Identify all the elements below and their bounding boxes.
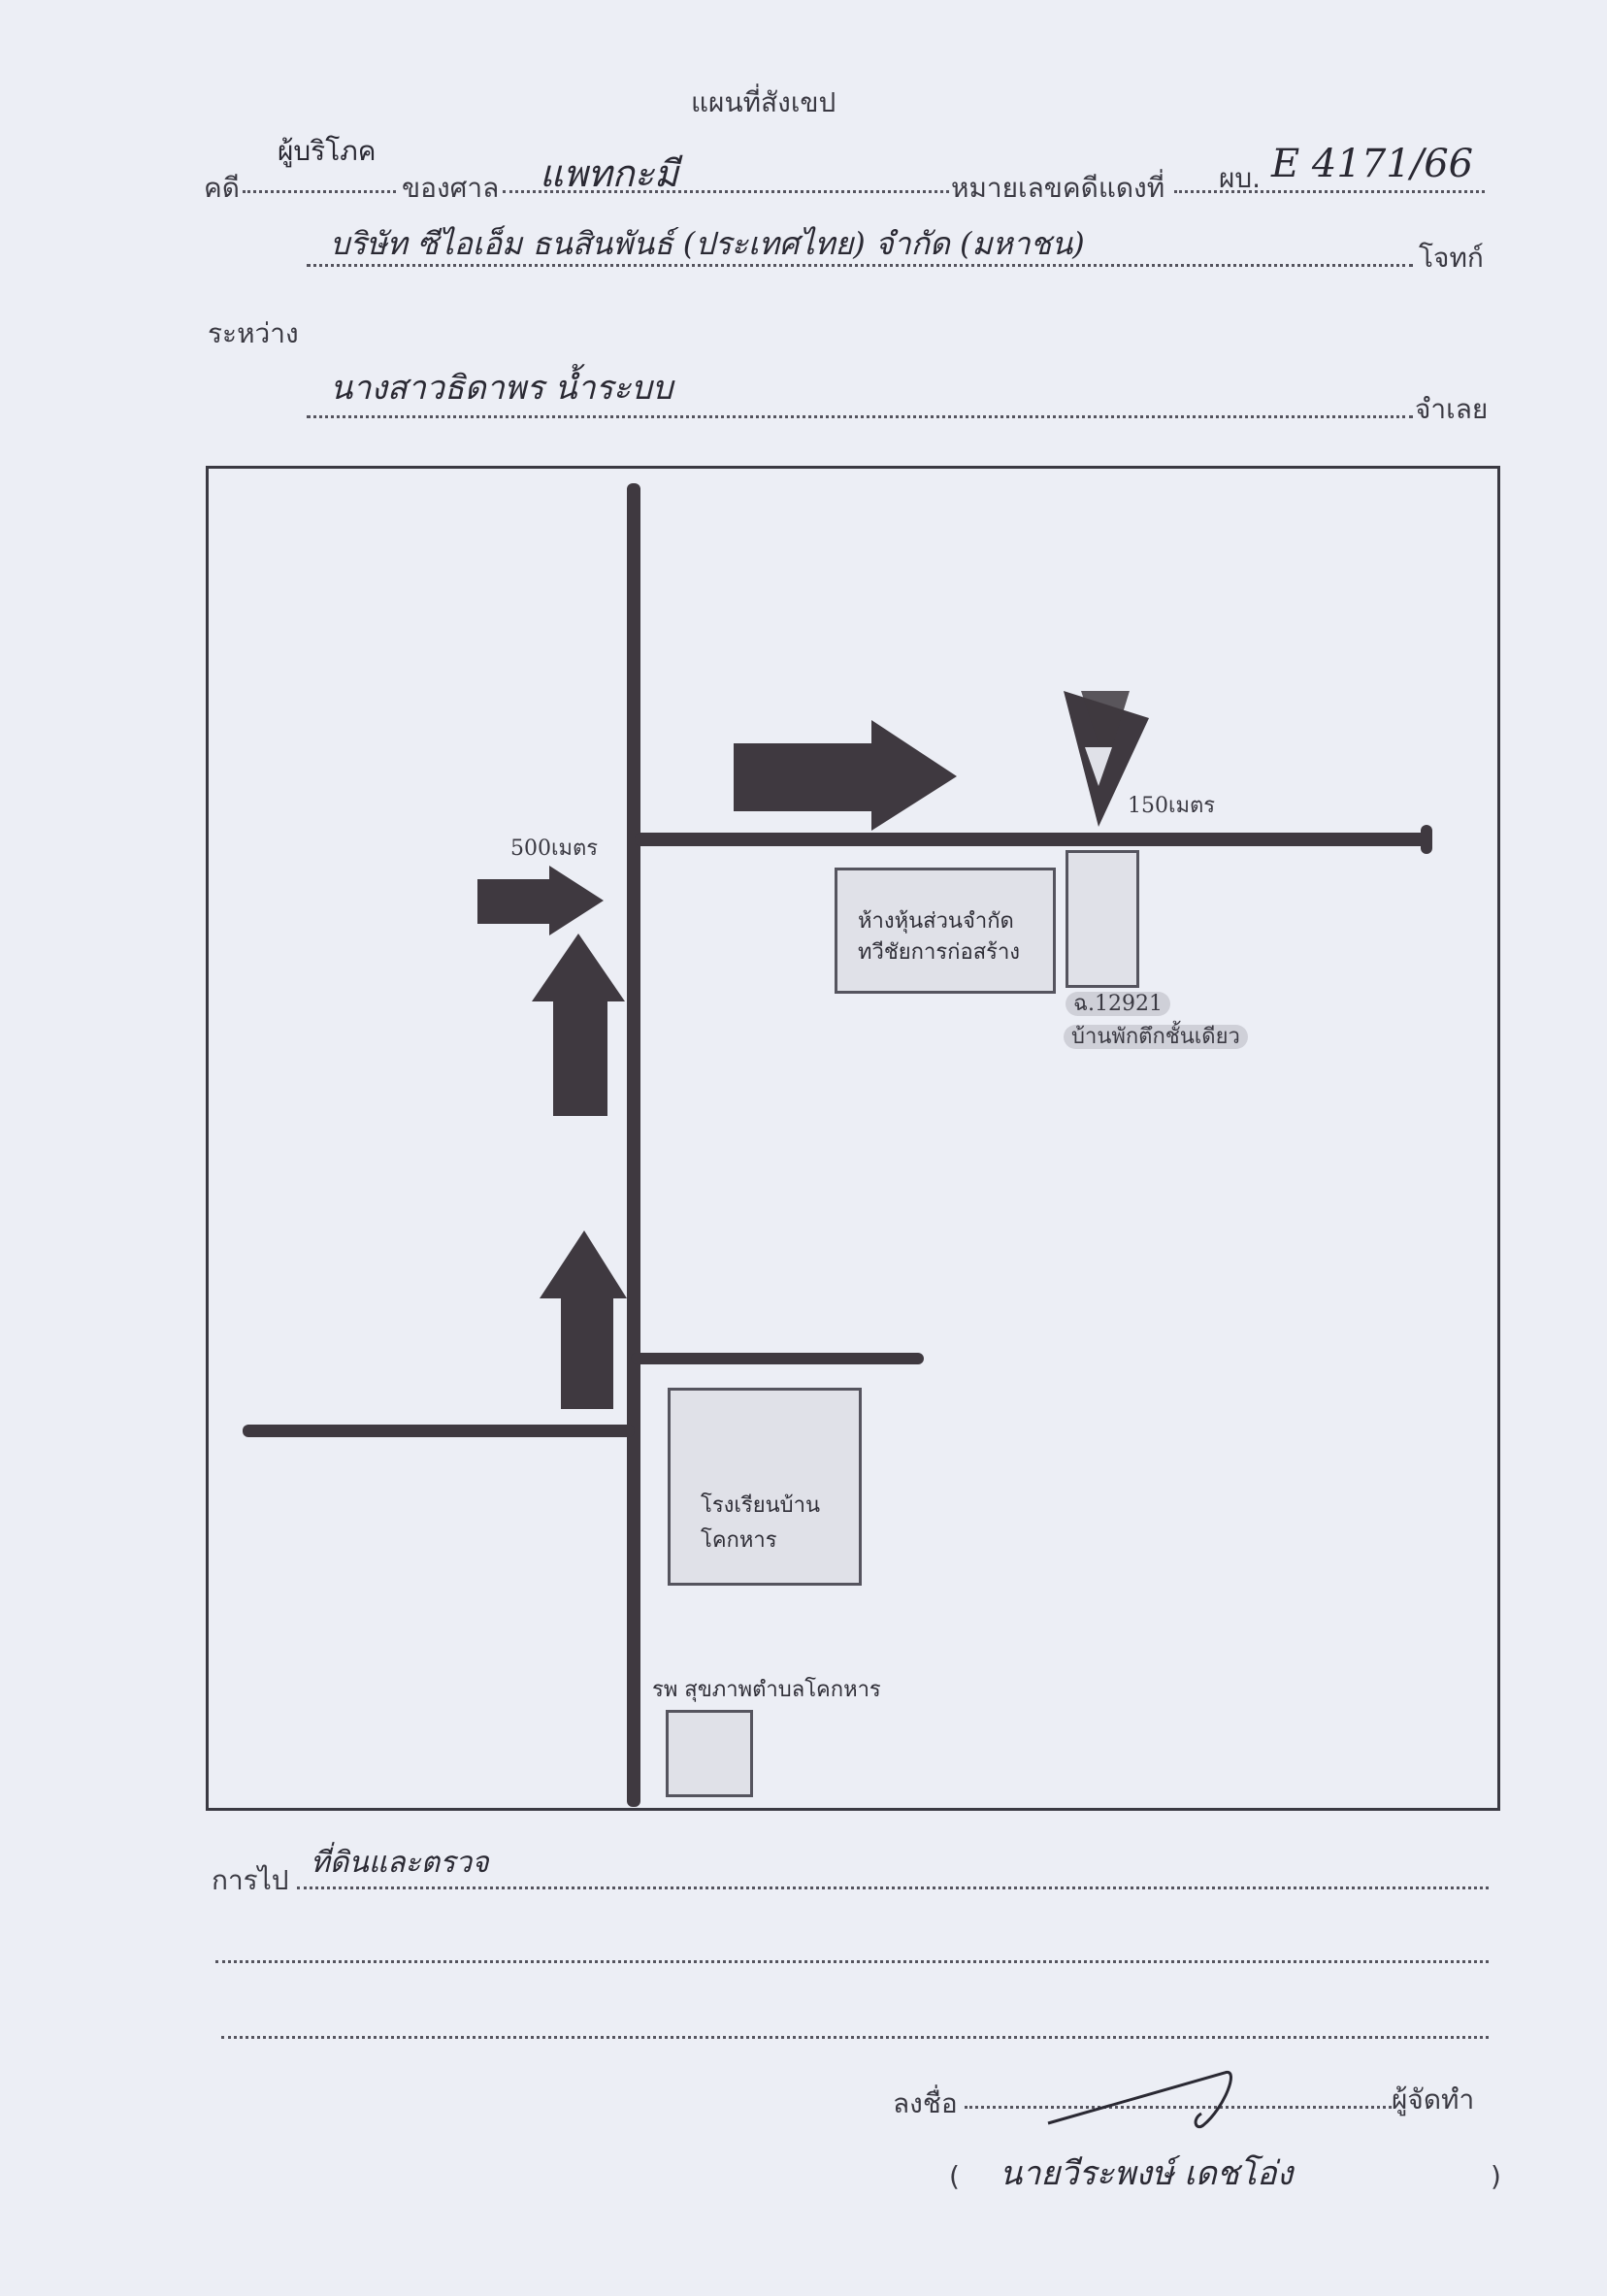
upper-road-horizontal xyxy=(635,833,1430,846)
preparer-name-handwritten: นายวีระพงษ์ เดชโอ่ง xyxy=(1000,2154,1294,2193)
upper-road-end-cap xyxy=(1421,825,1432,854)
lower-road-right xyxy=(631,1353,924,1364)
target-house-box xyxy=(1066,850,1139,988)
travel-value-handwritten: ที่ดินและตรวจ xyxy=(311,1846,489,1880)
case-dotted-line xyxy=(243,190,396,193)
sign-dotted-line xyxy=(965,2106,1392,2109)
plaintiff-type-handwritten: ผู้บริโภค xyxy=(278,135,377,167)
hospital-box xyxy=(666,1710,753,1797)
shop-label-line1: ห้างหุ้นส่วนจำกัด xyxy=(858,909,1014,934)
plaintiff-label: โจทก์ xyxy=(1419,242,1484,274)
arrow-right-small xyxy=(477,866,604,935)
paren-open: ( xyxy=(949,2160,960,2192)
shop-box xyxy=(835,868,1056,994)
shop-label-line2: ทวีชัยการก่อสร้าง xyxy=(858,940,1021,965)
plaintiff-dotted-line xyxy=(307,264,1413,267)
red-case-value-handwritten: E 4171/66 xyxy=(1271,142,1474,186)
label-150m: 150เมตร xyxy=(1128,794,1216,818)
paren-close: ) xyxy=(1491,2160,1501,2192)
school-label-line2: โคกหาร xyxy=(701,1528,777,1553)
travel-dotted-line-3 xyxy=(221,2036,1489,2039)
travel-label: การไป xyxy=(212,1864,289,1896)
preparer-label: ผู้จัดทำ xyxy=(1392,2083,1475,2116)
arrow-up-lower xyxy=(540,1230,627,1409)
map-frame xyxy=(206,466,1500,1811)
label-500m: 500เมตร xyxy=(510,836,599,861)
sign-label: ลงชื่อ xyxy=(893,2087,958,2119)
court-dotted-line xyxy=(503,190,949,193)
red-case-prefix: ผบ. xyxy=(1219,162,1262,194)
location-marker-notch xyxy=(1085,747,1112,786)
defendant-label: จำเลย xyxy=(1415,393,1489,425)
deed-label: ฉ.12921 xyxy=(1066,986,1170,1020)
red-case-label: หมายเลขคดีแดงที่ xyxy=(951,172,1165,204)
defendant-value-handwritten: นางสาวธิดาพร น้ำระบบ xyxy=(330,369,673,408)
travel-dotted-line-1 xyxy=(297,1886,1489,1889)
school-label-line1: โรงเรียนบ้าน xyxy=(701,1493,820,1518)
hospital-label: รพ สุขภาพตำบลโคกหาร xyxy=(652,1678,881,1702)
court-label: ของศาล xyxy=(402,172,500,204)
travel-dotted-line-2 xyxy=(215,1960,1489,1963)
main-road-vertical xyxy=(627,483,640,1807)
arrow-up-upper xyxy=(532,934,625,1116)
case-label: คดี xyxy=(204,172,240,204)
plaintiff-value-handwritten: บริษัท ซีไอเอ็ม ธนสินพันธ์ (ประเทศไทย) จ… xyxy=(330,225,1085,262)
page-title: แผนที่สังเขป xyxy=(691,86,836,118)
location-marker-inner xyxy=(1081,691,1130,767)
defendant-dotted-line xyxy=(307,415,1413,418)
lower-road-left xyxy=(243,1425,635,1437)
arrow-right-large xyxy=(734,720,957,831)
house-label: บ้านพักตึกชั้นเดียว xyxy=(1064,1019,1248,1053)
between-label: ระหว่าง xyxy=(208,317,299,349)
school-box xyxy=(668,1388,862,1586)
court-value-handwritten: แพทกะมี xyxy=(540,152,679,195)
red-case-dotted-line xyxy=(1174,190,1485,193)
